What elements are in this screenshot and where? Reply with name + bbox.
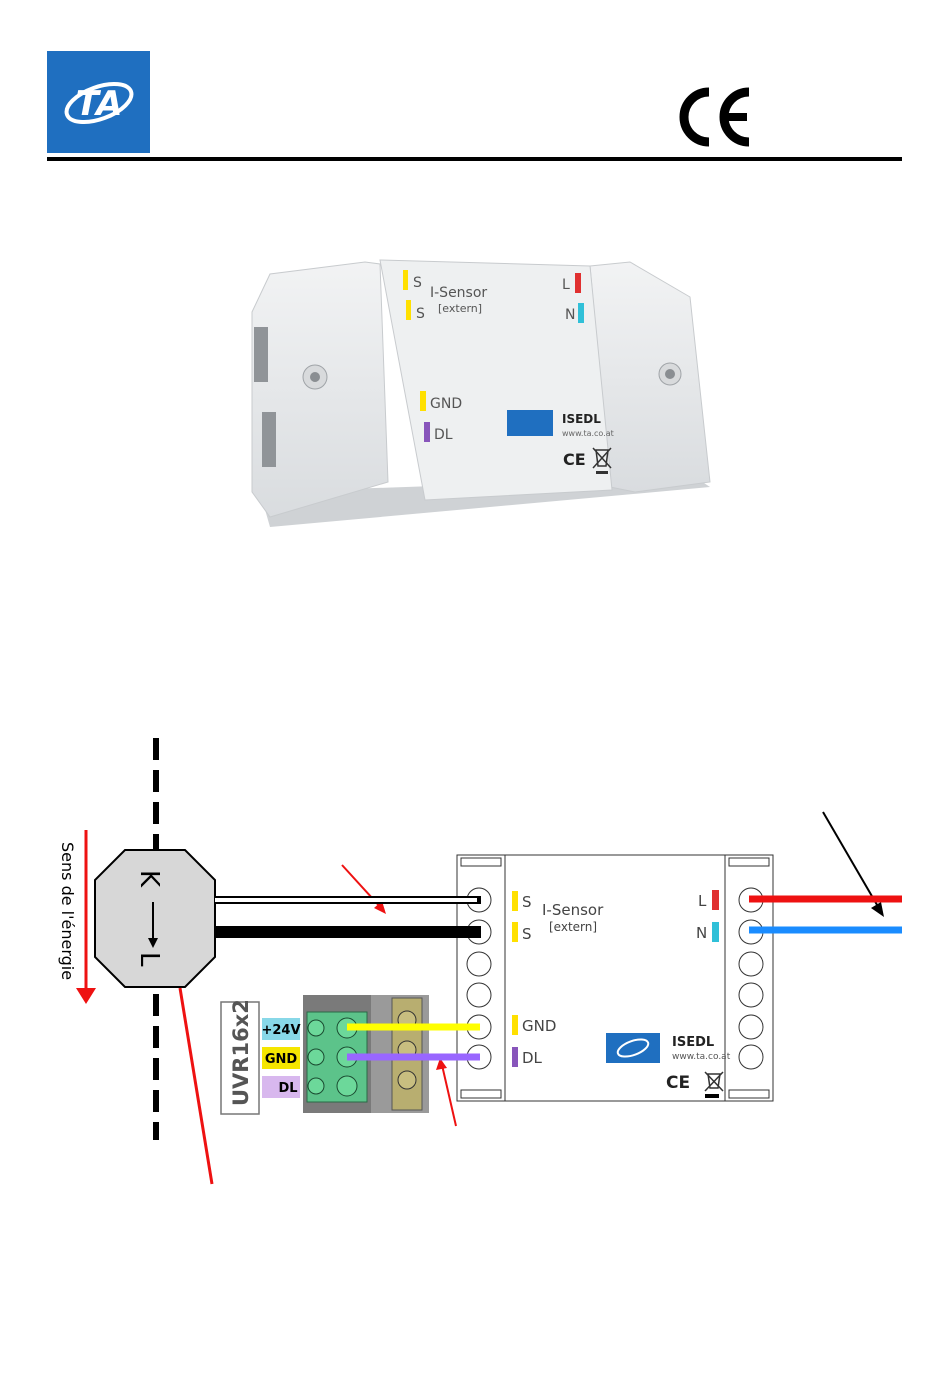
photo-label-ce: CE: [563, 450, 586, 469]
uvr-terminal-3: [308, 1078, 324, 1094]
pointer-line-transformer: [180, 988, 212, 1184]
uvr-terminal-2: [308, 1049, 324, 1065]
device-brand-logo-icon: [606, 1033, 660, 1063]
photo-label-sensor: I-Sensor: [430, 285, 487, 301]
energy-direction-label: Sens de l'énergie: [58, 842, 77, 980]
marker-s2: [512, 922, 518, 942]
photo-label-extern: [extern]: [438, 302, 482, 315]
photo-label-url: www.ta.co.at: [562, 429, 614, 438]
terminal-right-4: [739, 983, 763, 1007]
photo-label-s2: S: [416, 306, 425, 322]
photo-label-s1: S: [413, 275, 422, 291]
marker-dl: [512, 1047, 518, 1067]
arrow-down-icon: [76, 988, 96, 1004]
device-label-gnd: GND: [522, 1017, 556, 1035]
device-label-sensor: I-Sensor: [542, 901, 604, 919]
uvr-terminal-1: [308, 1020, 324, 1036]
photo-label-dl: DL: [434, 427, 453, 443]
k-label: K: [134, 870, 164, 888]
uvr-pin-24v: +24V: [261, 1023, 300, 1038]
photo-label-brand: ISEDL: [562, 412, 601, 426]
photo-brand-logo-icon: [507, 410, 553, 436]
terminal-right-6: [739, 1045, 763, 1069]
arrow-head-black-icon: [871, 902, 884, 917]
uvr-terminal-6: [337, 1076, 357, 1096]
marker-gnd: [512, 1015, 518, 1035]
wiring-diagram: Sens de l'énergie K L UVR16x2 +24V GND D…: [40, 730, 920, 1200]
terminal-right-5: [739, 1015, 763, 1039]
logo-text: TA: [76, 84, 123, 124]
device-label-n: N: [696, 924, 707, 942]
l-label: L: [134, 952, 164, 967]
device-label-s1: S: [522, 893, 532, 911]
marker-l: [712, 890, 719, 910]
pointer-arrow-supply: [823, 812, 880, 910]
terminal-left-3: [467, 952, 491, 976]
product-photo: S S I-Sensor [extern] L N GND DL ISEDL w…: [240, 252, 715, 527]
marker-n: [712, 922, 719, 942]
terminal-left-4: [467, 983, 491, 1007]
pointer-arrow-bus: [442, 1065, 456, 1126]
device-label-url: www.ta.co.at: [672, 1052, 731, 1062]
device-label-l: L: [698, 892, 707, 910]
photo-label-gnd: GND: [430, 396, 462, 412]
device-label-ce: CE: [666, 1073, 690, 1093]
screw-3-icon: [398, 1071, 416, 1089]
header-divider: [47, 157, 902, 161]
photo-label-n: N: [565, 307, 575, 323]
uvr-pin-gnd: GND: [265, 1052, 298, 1067]
isedl-device: [457, 855, 773, 1101]
terminal-right-3: [739, 952, 763, 976]
ta-logo: TA: [47, 51, 150, 153]
device-label-brand: ISEDL: [672, 1035, 714, 1050]
uvr-pin-dl: DL: [278, 1081, 297, 1096]
device-label-dl: DL: [522, 1049, 543, 1067]
photo-label-l: L: [562, 277, 570, 293]
marker-s1: [512, 891, 518, 911]
uvr-name: UVR16x2: [229, 999, 253, 1106]
ce-mark-icon: [675, 86, 755, 148]
ta-logo-icon: TA: [47, 51, 150, 153]
device-label-extern: [extern]: [549, 920, 597, 934]
device-label-s2: S: [522, 925, 532, 943]
